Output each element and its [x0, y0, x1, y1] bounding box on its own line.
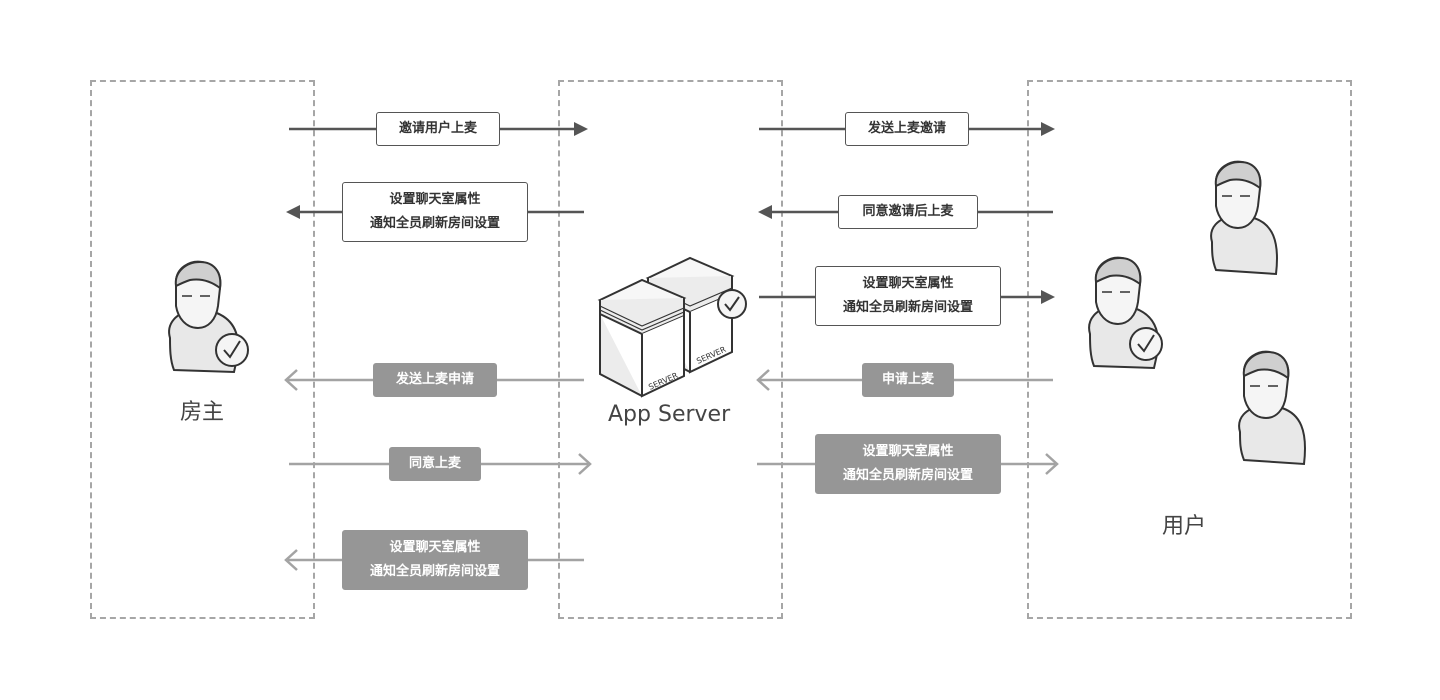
message-m7: 申请上麦: [862, 363, 954, 397]
message-line: 设置聊天室属性: [389, 540, 481, 555]
arrow-head-m7: [756, 369, 770, 391]
arrow-head-m8: [578, 453, 592, 475]
arrow-head-m2: [286, 205, 300, 219]
message-line: 通知全员刷新房间设置: [369, 564, 500, 579]
message-m10: 设置聊天室属性 通知全员刷新房间设置: [342, 530, 528, 590]
message-line: 发送上麦邀请: [867, 121, 946, 136]
message-m6: 发送上麦申请: [373, 363, 497, 397]
arrow-head-m3: [1041, 122, 1055, 136]
arrow-head-m1: [574, 122, 588, 136]
lane-label-host: 房主: [180, 400, 225, 425]
message-line: 设置聊天室属性: [862, 276, 954, 291]
message-line: 通知全员刷新房间设置: [369, 216, 500, 231]
message-line: 申请上麦: [881, 372, 934, 387]
message-line: 同意邀请后上麦: [862, 204, 954, 219]
message-m9: 设置聊天室属性 通知全员刷新房间设置: [815, 434, 1001, 494]
message-line: 设置聊天室属性: [862, 444, 954, 459]
message-line: 邀请用户上麦: [398, 121, 477, 136]
message-m5: 设置聊天室属性 通知全员刷新房间设置: [815, 266, 1001, 326]
message-m8: 同意上麦: [389, 447, 481, 481]
lane-label-server: App Server: [608, 402, 731, 427]
lane-server: [558, 80, 783, 619]
message-line: 同意上麦: [408, 456, 461, 471]
lane-label-user: 用户: [1162, 514, 1207, 539]
message-m2: 设置聊天室属性 通知全员刷新房间设置: [342, 182, 528, 242]
message-line: 通知全员刷新房间设置: [842, 300, 973, 315]
arrow-head-m4: [758, 205, 772, 219]
arrow-head-m9: [1045, 453, 1059, 475]
message-line: 发送上麦申请: [395, 372, 474, 387]
message-m3: 发送上麦邀请: [845, 112, 969, 146]
message-line: 设置聊天室属性: [389, 192, 481, 207]
arrow-head-m6: [284, 369, 298, 391]
lane-user: [1027, 80, 1352, 619]
message-m4: 同意邀请后上麦: [838, 195, 978, 229]
message-line: 通知全员刷新房间设置: [842, 468, 973, 483]
arrow-head-m5: [1041, 290, 1055, 304]
message-m1: 邀请用户上麦: [376, 112, 500, 146]
arrow-head-m10: [284, 549, 298, 571]
lane-host: [90, 80, 315, 619]
